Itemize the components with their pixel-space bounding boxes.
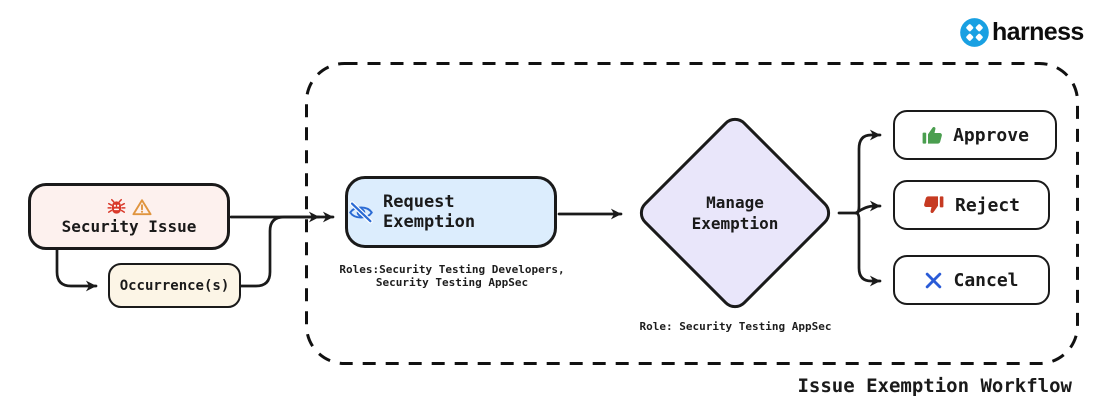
occurrences-label: Occurrence(s) — [119, 277, 230, 294]
node-occurrences: Occurrence(s) — [108, 263, 241, 308]
node-reject: Reject — [893, 180, 1050, 230]
approve-label: Approve — [953, 124, 1029, 146]
node-cancel: Cancel — [893, 255, 1050, 305]
brand: harness — [959, 17, 1084, 48]
arrow-manage-to-reject — [854, 200, 882, 215]
node-approve: Approve — [893, 110, 1057, 160]
warning-icon — [131, 198, 152, 216]
request-exemption-label: Request Exemption — [383, 192, 476, 232]
arrow-security-to-occurrence — [55, 248, 98, 292]
brand-name: harness — [992, 18, 1084, 46]
workflow-title: Issue Exemption Workflow — [797, 375, 1072, 397]
manage-role-note: Role: Security Testing AppSec — [639, 320, 832, 333]
manage-exemption-label: Manage Exemption — [691, 193, 779, 233]
eye-slash-icon — [348, 200, 374, 224]
thumbs-up-icon — [921, 125, 943, 145]
workflow-boundary — [305, 62, 1079, 365]
reject-label: Reject — [954, 194, 1021, 216]
arrow-occurrence-to-request — [239, 211, 321, 288]
manage-exemption-diamond — [639, 117, 831, 309]
arrow-manage-to-cancel — [854, 211, 882, 287]
x-icon — [924, 271, 943, 290]
request-roles-note: Roles:Security Testing Developers, Secur… — [339, 263, 565, 289]
harness-logo-icon — [959, 17, 990, 48]
bug-icon — [106, 198, 126, 215]
thumbs-down-icon — [923, 195, 945, 215]
node-security-issue: Security Issue — [28, 183, 230, 250]
arrow-manage-to-approve — [854, 129, 882, 215]
security-issue-label: Security Issue — [61, 216, 197, 236]
node-request-exemption: Request Exemption — [345, 176, 557, 248]
cancel-label: Cancel — [953, 269, 1019, 291]
